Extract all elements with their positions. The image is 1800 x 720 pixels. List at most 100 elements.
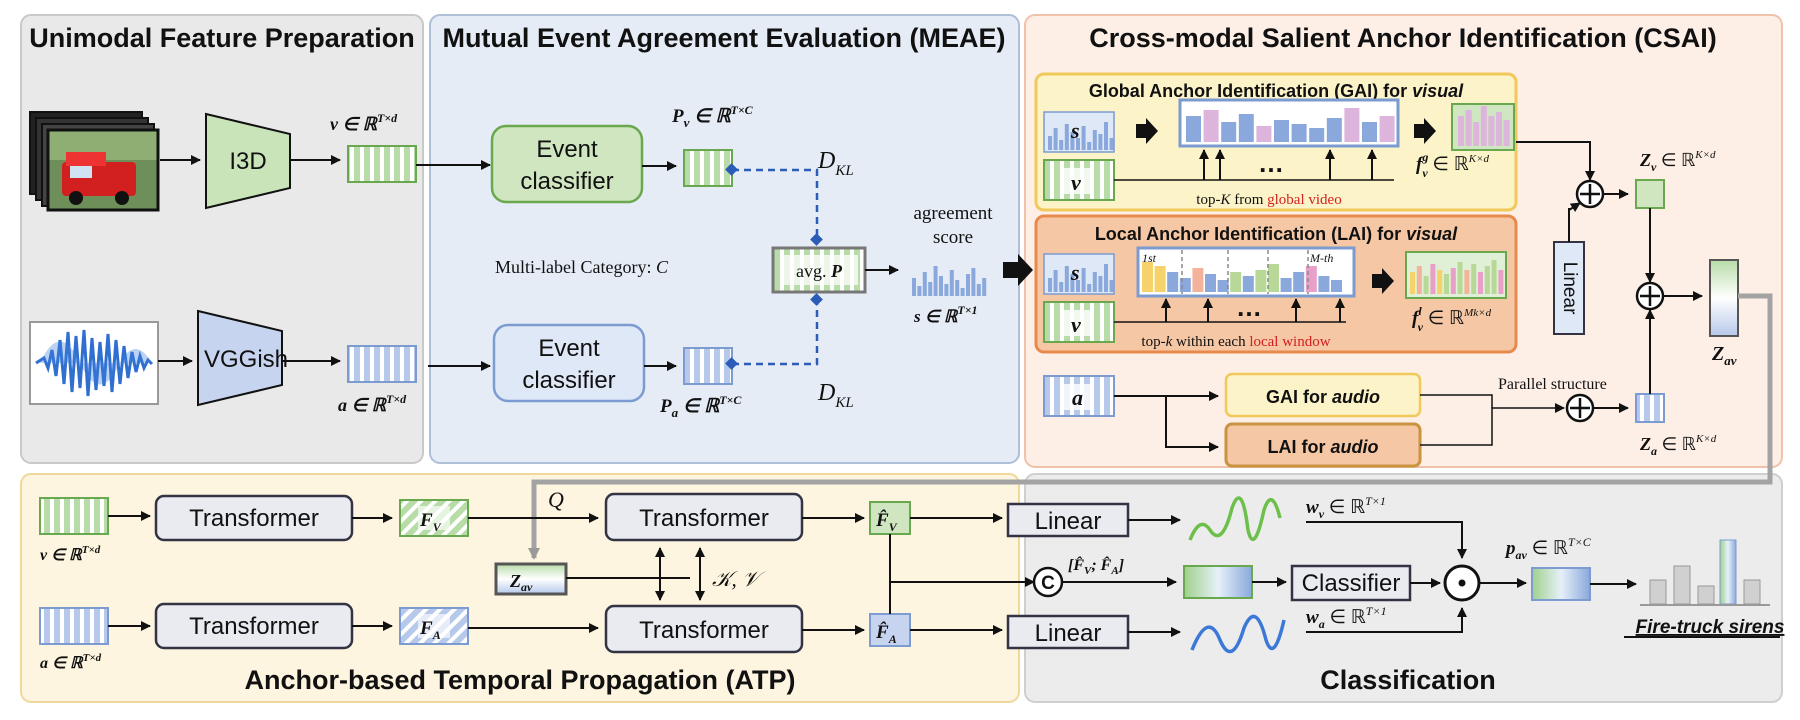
lai-bar <box>1154 266 1166 292</box>
score-bar <box>922 272 927 296</box>
fvg-bar <box>1496 112 1502 146</box>
transformer-cross-a-label: Transformer <box>639 617 769 644</box>
atp-zav-label: Zav <box>509 571 533 594</box>
unimodal-title: Unimodal Feature Preparation <box>29 23 415 53</box>
gai-bar <box>1203 110 1219 142</box>
avg-p-label: avg. P <box>796 261 843 281</box>
pav-label: pav ∈ ℝT×C <box>1504 535 1592 562</box>
lai-bar <box>1280 278 1292 292</box>
transformer-v-label: Transformer <box>189 505 319 532</box>
lai-bar <box>1142 262 1153 292</box>
gai-s-bar <box>1053 128 1058 150</box>
lai-v-label: v <box>1071 312 1081 337</box>
gai-bar <box>1326 118 1342 142</box>
atp-v-label: v ∈ ℝT×d <box>40 544 101 564</box>
lai-bar <box>1167 272 1179 292</box>
lai-s-bar <box>1059 282 1064 292</box>
kl-connector-audio <box>732 300 819 366</box>
lai-bar <box>1331 280 1342 292</box>
fvg-bar <box>1473 122 1480 146</box>
gai-s-bar <box>1048 136 1052 150</box>
gai-bar <box>1344 108 1360 142</box>
gai-s-bar <box>1064 124 1069 150</box>
lai-bar <box>1179 278 1191 292</box>
pav-block <box>1531 567 1591 601</box>
gai-s-label: s <box>1070 118 1080 143</box>
fvl-bar <box>1423 276 1429 294</box>
lai-s-bar <box>1087 284 1092 292</box>
lai-bar <box>1293 272 1305 292</box>
fv-label: FV <box>419 510 442 534</box>
gai-topk-caption: top-K from global video <box>1196 192 1341 208</box>
gai-s-bars <box>1048 122 1114 150</box>
v-feature-label: v ∈ ℝT×d <box>330 111 398 134</box>
linear-v-label: Linear <box>1035 508 1102 535</box>
lai-s-bar <box>1109 280 1114 292</box>
gai-candidate-bars <box>1186 108 1395 142</box>
lai-s-bar <box>1104 264 1108 292</box>
lai-bar <box>1318 276 1330 292</box>
event-classifier-audio <box>492 323 646 403</box>
atp-a-block <box>39 607 109 645</box>
fvl-bar <box>1491 260 1497 294</box>
concat-label: [F̂V; F̂A] <box>1068 555 1124 577</box>
za-label: Za ∈ ℝK×d <box>1639 433 1717 458</box>
event-classifier-audio-line2: classifier <box>522 367 615 394</box>
score-bar <box>939 276 943 296</box>
zv-label: Zv ∈ ℝK×d <box>1639 149 1716 174</box>
score-bar <box>966 274 970 296</box>
za-block <box>1635 393 1665 423</box>
gai-bar <box>1309 128 1325 142</box>
audio-waveform-icon <box>29 321 159 405</box>
lai-window-dividers <box>1181 250 1309 294</box>
score-bar <box>949 270 954 296</box>
fvg-bars <box>1458 106 1510 146</box>
score-bar <box>928 282 933 296</box>
wv-wave <box>1188 496 1282 542</box>
zv-block <box>1635 179 1665 209</box>
gai-s-bar <box>1076 138 1080 150</box>
csai-title: Cross-modal Salient Anchor Identificatio… <box>1089 23 1717 53</box>
lai-bar <box>1242 276 1254 292</box>
fa-label: FA <box>419 618 441 642</box>
zav-csai-block <box>1709 259 1739 337</box>
lai-s-bar <box>1053 270 1058 292</box>
lai-bar <box>1268 264 1279 292</box>
gai-s-bar <box>1098 134 1103 150</box>
gai-bar <box>1221 122 1237 142</box>
pa-block <box>683 347 733 385</box>
event-classifier-visual-line1: Event <box>536 136 598 163</box>
fa-hat-label: F̂A <box>875 622 897 646</box>
fvl-block <box>1405 251 1507 299</box>
lai-arrow <box>1372 268 1394 294</box>
fvl-bar <box>1416 266 1422 294</box>
fvl-bar <box>1464 270 1470 294</box>
gai-s-bar <box>1092 130 1097 150</box>
transformer-cross-v-label: Transformer <box>639 505 769 532</box>
score-bar <box>917 286 922 296</box>
atp-a-label: a ∈ ℝT×d <box>40 652 102 672</box>
fvg-bar <box>1503 120 1510 146</box>
atp-v-block <box>39 497 109 535</box>
score-bar <box>982 278 987 296</box>
kl-connector-visual <box>732 168 819 240</box>
lai-s-bar <box>1081 268 1086 292</box>
lai-s-label: s <box>1070 260 1080 285</box>
zav-csai-label: Zav <box>1711 343 1737 368</box>
csai-a-label: a <box>1072 385 1083 410</box>
a-feature-block <box>347 345 417 383</box>
lai-s-bar <box>1064 266 1069 292</box>
dkl-top-label: DKL <box>817 148 854 179</box>
lai-bar <box>1192 268 1204 292</box>
lai-audio-label: LAI for audio <box>1268 437 1379 457</box>
fvg-bar <box>1458 116 1464 146</box>
vggish-label: VGGish <box>204 346 288 373</box>
lai-bar <box>1205 274 1216 292</box>
concat-symbol: C <box>1041 573 1055 594</box>
fvl-bar <box>1410 272 1415 294</box>
gai-dots: … <box>1258 148 1284 178</box>
lai-s-bar <box>1098 276 1103 292</box>
classifier-label: Classifier <box>1302 570 1401 597</box>
gai-bar <box>1238 114 1254 142</box>
